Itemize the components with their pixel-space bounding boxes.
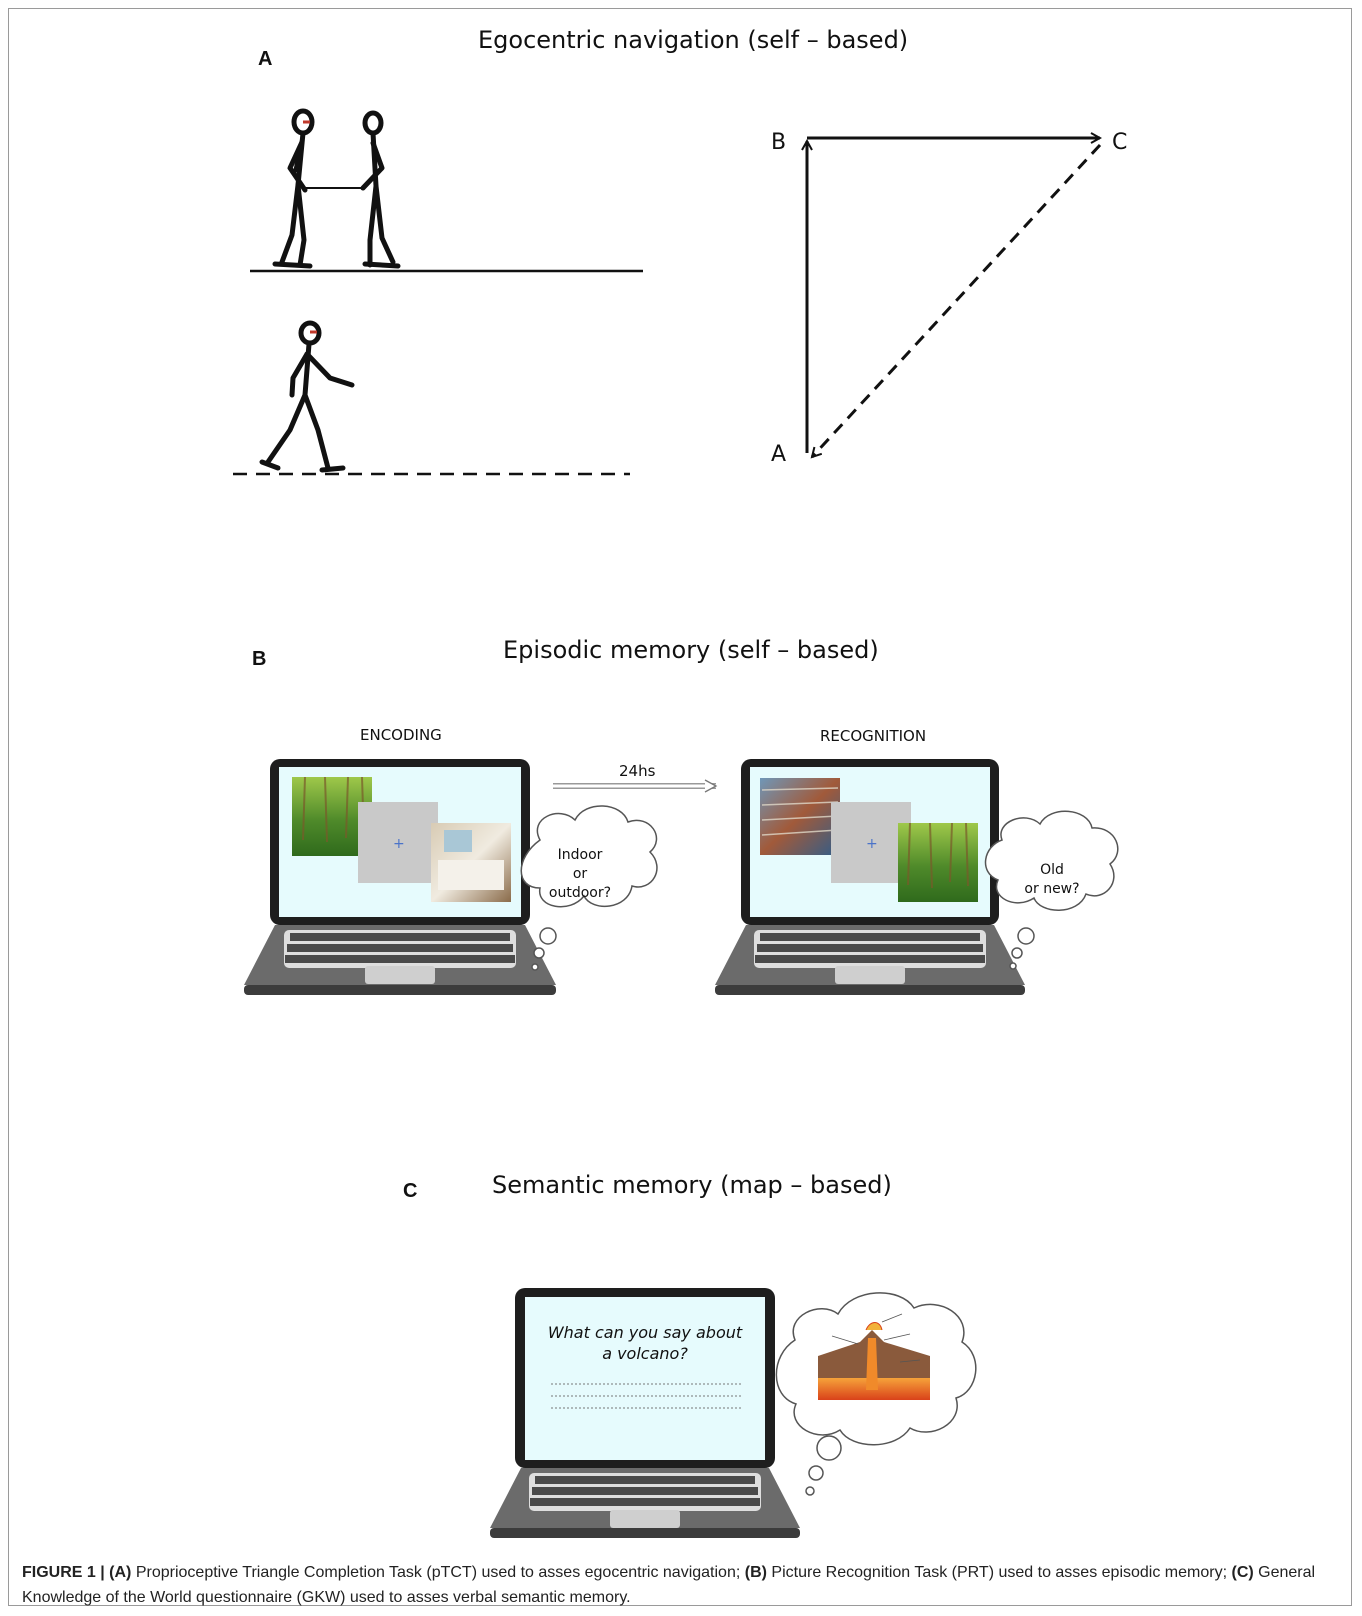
figure-frame — [8, 8, 1352, 1606]
encoding-bubble-line-1: Indoor — [558, 847, 603, 863]
forest-photo-2 — [898, 823, 978, 902]
panel-a-illustration: B C A — [233, 108, 1127, 476]
caption-a-tag: (A) — [109, 1564, 132, 1581]
recognition-bubble-line-2: or new? — [1024, 881, 1079, 897]
caption-c-text: General Knowledge of the World questionn… — [22, 1564, 1316, 1606]
caption-figure-label: FIGURE 1 | — [22, 1564, 105, 1581]
volcano-diagram — [818, 1313, 930, 1400]
caption-a-text: Proprioceptive Triangle Completion Task … — [135, 1564, 741, 1581]
caption-b-tag: (B) — [744, 1564, 767, 1581]
path-c-to-a — [812, 143, 1102, 457]
fixation-card-2 — [831, 802, 911, 883]
caption-b-text: Picture Recognition Task (PRT) used to a… — [771, 1564, 1228, 1581]
question-line-2: a volcano? — [602, 1344, 688, 1363]
point-b-label: B — [771, 130, 786, 155]
recognition-touchpad — [835, 966, 905, 984]
fixation-cross: + — [393, 836, 405, 852]
panel-c-illustration: What can you say about a volcano? — [490, 1288, 977, 1538]
delay-label: 24hs — [619, 762, 656, 780]
encoding-label: ENCODING — [360, 726, 442, 744]
point-c-label: C — [1112, 130, 1127, 155]
panel-c-title: Semantic memory (map – based) — [492, 1171, 892, 1199]
panel-b-title: Episodic memory (self – based) — [503, 636, 879, 664]
volcano-thought-bubble — [775, 1292, 977, 1496]
recognition-label: RECOGNITION — [820, 727, 926, 745]
caption-c-tag: (C) — [1231, 1564, 1254, 1581]
encoding-bubble-line-2: or — [573, 866, 588, 882]
encoding-thought-bubble: Indoor or outdoor? — [520, 805, 658, 971]
point-a-label: A — [771, 442, 786, 467]
fixation-card — [358, 802, 438, 883]
fixation-cross-2: + — [866, 836, 878, 852]
question-line-1: What can you say about — [548, 1323, 743, 1342]
recognition-thought-bubble: Old or new? — [984, 810, 1119, 970]
guided-walk-figures — [272, 108, 401, 269]
solo-walk-figure — [259, 320, 355, 473]
panel-b-letter: B — [252, 648, 267, 670]
recognition-bubble-line-1: Old — [1040, 862, 1064, 878]
recognition-laptop: + — [715, 759, 1025, 995]
encoding-laptop: + — [244, 759, 556, 995]
panel-b-illustration: ENCODING RECOGNITION 24hs + Indoor — [244, 726, 1119, 995]
encoding-bubble-line-3: outdoor? — [549, 885, 611, 901]
semantic-touchpad — [610, 1510, 680, 1528]
semantic-screen — [525, 1297, 765, 1460]
panel-c-letter: C — [403, 1180, 418, 1202]
encoding-touchpad — [365, 966, 435, 984]
panel-a-letter: A — [258, 48, 273, 70]
panel-a-title: Egocentric navigation (self – based) — [478, 26, 909, 54]
figure-caption: FIGURE 1 | (A) Proprioceptive Triangle C… — [22, 1560, 1332, 1610]
semantic-laptop: What can you say about a volcano? — [490, 1288, 800, 1538]
